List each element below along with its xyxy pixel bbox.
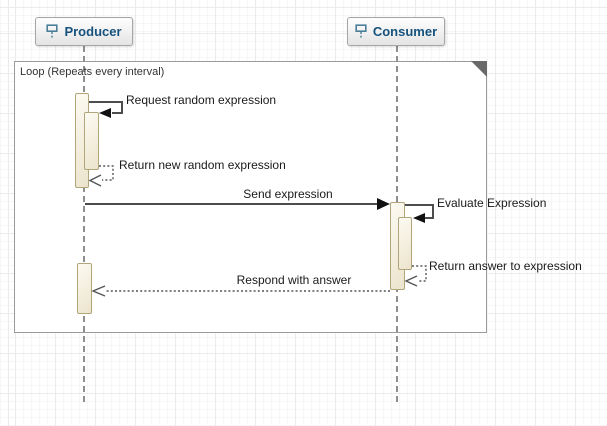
open-arrowhead-icon — [88, 174, 102, 187]
message-label-request-random-expression[interactable]: Request random expression — [126, 93, 277, 107]
open-arrowhead-icon — [404, 275, 418, 287]
activation-consumer-nested[interactable] — [398, 217, 412, 270]
participant-producer[interactable]: Producer — [35, 17, 133, 46]
filled-arrowhead-icon — [413, 213, 425, 223]
message-arrow-respond-with-answer[interactable] — [91, 285, 390, 297]
message-label-return-answer-to-expression[interactable]: Return answer to expression — [429, 259, 582, 273]
activation-producer-reply[interactable] — [77, 263, 92, 314]
loop-fragment[interactable] — [14, 61, 487, 333]
fold-corner-icon — [471, 61, 487, 77]
message-label-return-new-random-expression[interactable]: Return new random expression — [119, 158, 286, 172]
lifeline-producer[interactable] — [83, 46, 85, 402]
message-label-respond-with-answer[interactable]: Respond with answer — [236, 273, 352, 287]
open-arrowhead-icon — [91, 285, 106, 297]
message-arrow-send-expression[interactable] — [85, 198, 390, 210]
message-arrow-evaluate-expression[interactable] — [405, 204, 434, 223]
participant-label: Consumer — [372, 24, 438, 39]
filled-arrowhead-icon — [377, 198, 390, 210]
lifeline-icon — [355, 23, 367, 39]
lifeline-icon — [46, 23, 59, 39]
loop-fragment-label: Loop (Repeats every interval) — [20, 66, 165, 78]
message-label-send-expression[interactable]: Send expression — [243, 187, 333, 201]
message-arrow-request-random-expression[interactable] — [89, 101, 123, 118]
activation-producer-nested[interactable] — [84, 112, 99, 170]
message-label-evaluate-expression[interactable]: Evaluate Expression — [437, 196, 547, 210]
message-arrow-return-new-random-expression[interactable] — [88, 165, 114, 187]
filled-arrowhead-icon — [99, 108, 111, 118]
message-arrow-return-answer-to-expression[interactable] — [404, 265, 427, 287]
participant-consumer[interactable]: Consumer — [347, 17, 445, 46]
participant-label: Producer — [64, 24, 122, 39]
